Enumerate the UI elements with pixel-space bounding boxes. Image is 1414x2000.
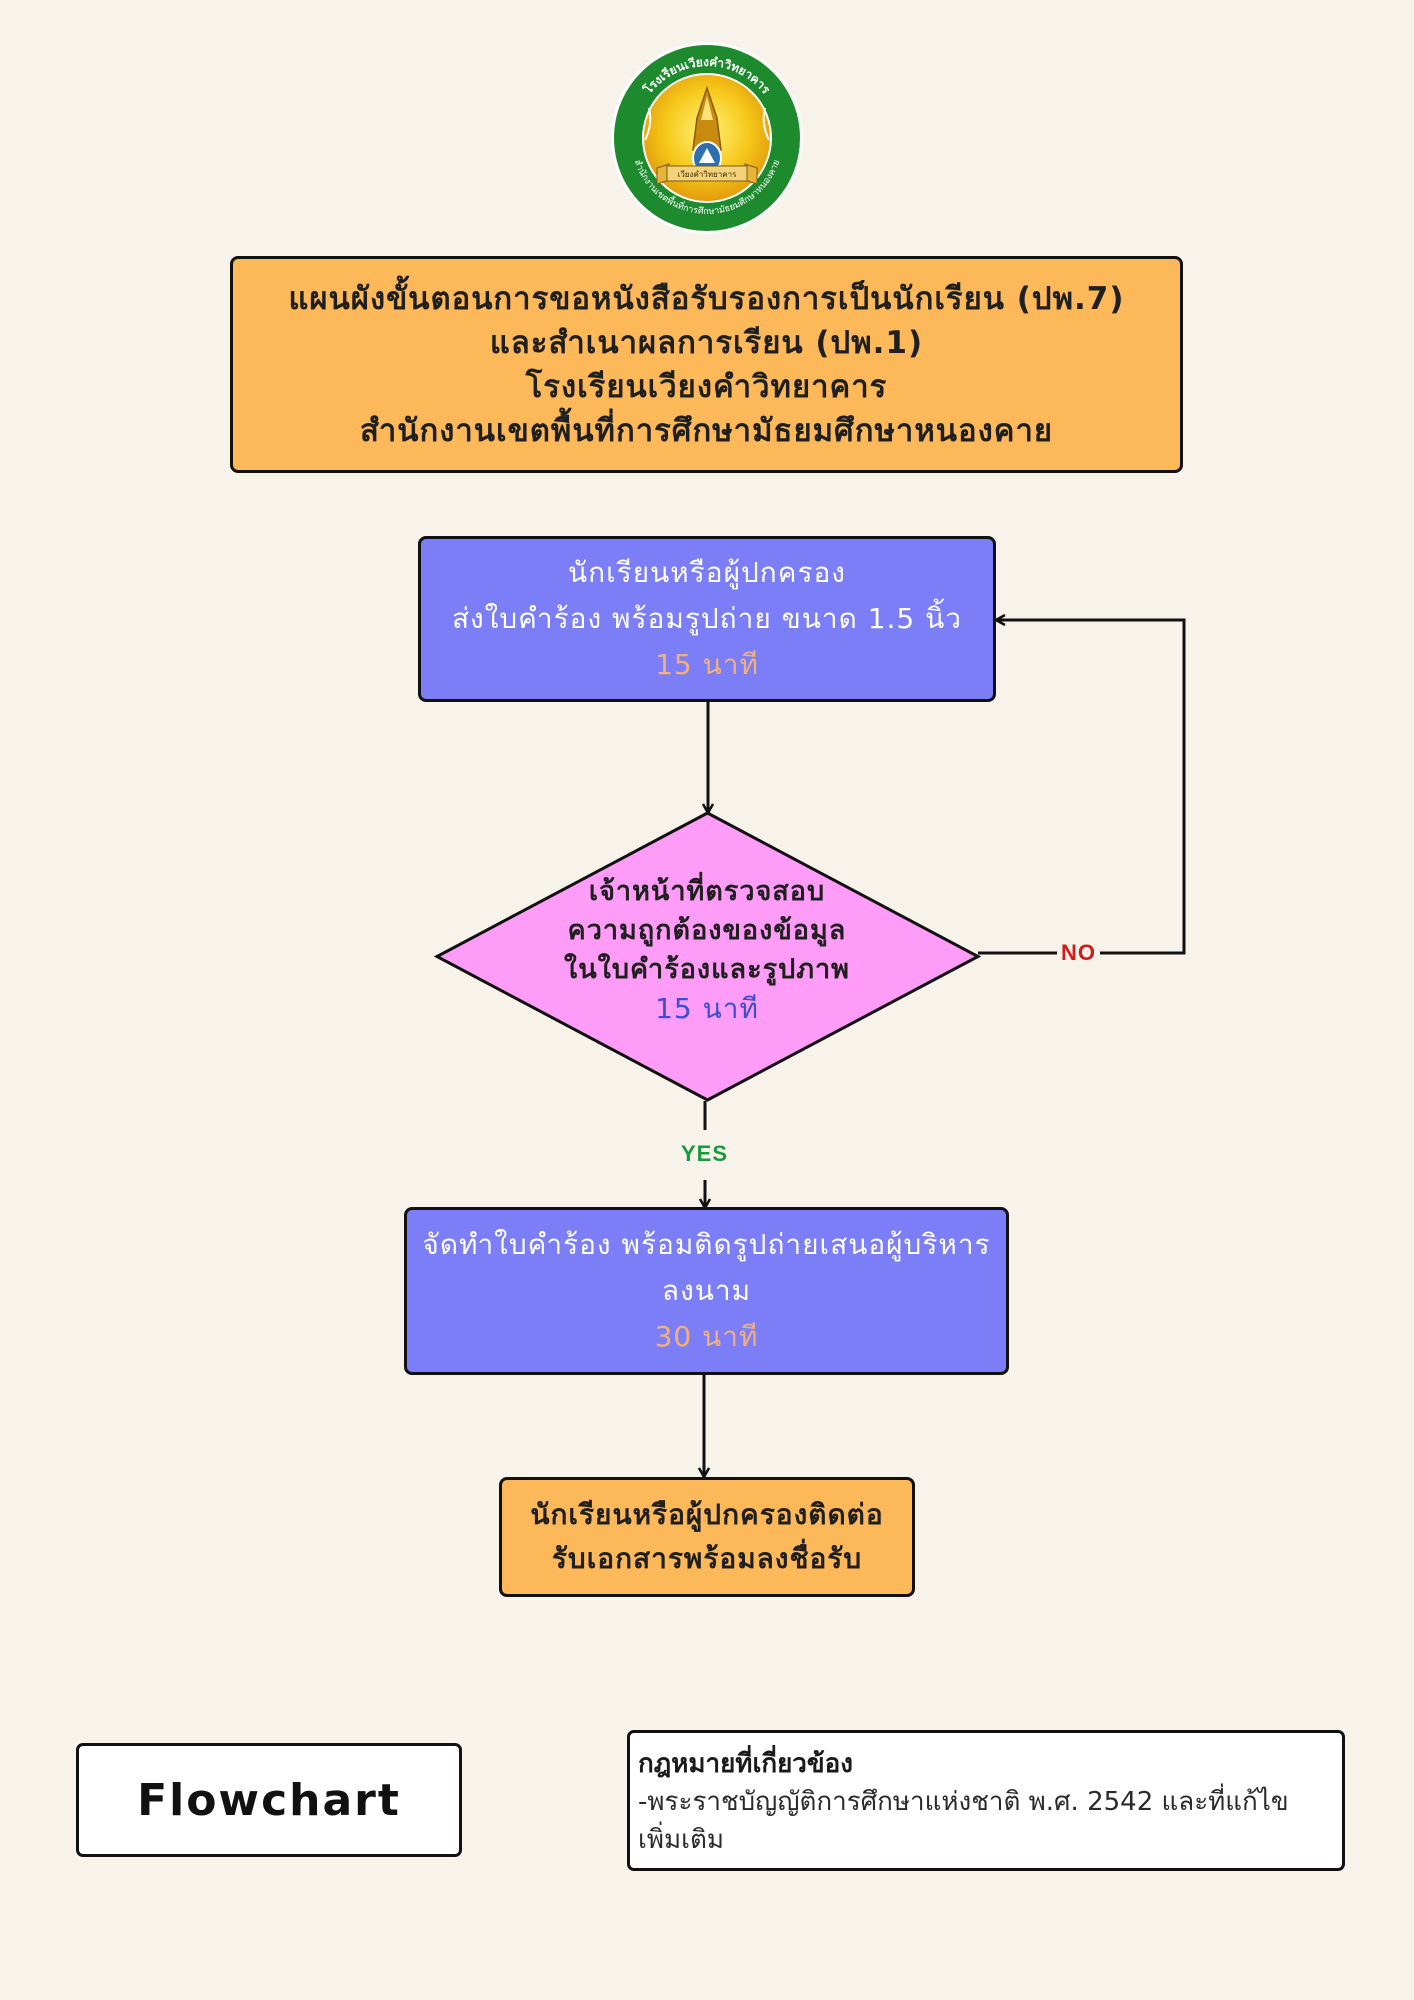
step1-line-2: ส่งใบคำร้อง พร้อมรูปถ่าย ขนาด 1.5 นิ้ว [451,602,963,635]
title-line-3: โรงเรียนเวียงคำวิทยาคาร [525,368,888,405]
step-submit-request: นักเรียนหรือผู้ปกครอง ส่งใบคำร้อง พร้อมร… [418,536,996,702]
school-logo: โรงเรียนเวียงคำวิทยาคาร สำนักงานเขตพื้นท… [611,42,803,234]
law-line-1: -พระราชบัญญัติการศึกษาแห่งชาติ พ.ศ. 2542… [638,1787,1289,1817]
step2-time: 30 นาที [654,1320,759,1353]
flowchart-label-box: Flowchart [76,1743,462,1857]
related-law-box: กฎหมายที่เกี่ยวข้อง -พระราชบัญญัติการศึก… [627,1730,1345,1871]
step3-line-2: รับเอกสารพร้อมลงชื่อรับ [551,1542,863,1575]
logo-ribbon-text: เวียงคำวิทยาคาร [678,170,737,179]
decision-line-3: ในใบคำร้องและรูปภาพ [564,954,850,985]
decision-line-1: เจ้าหน้าที่ตรวจสอบ [588,876,826,907]
law-line-2: เพิ่มเติม [638,1825,725,1855]
step2-line-1: จัดทำใบคำร้อง พร้อมติดรูปถ่ายเสนอผู้บริห… [422,1228,991,1261]
step-receive-document: นักเรียนหรือผู้ปกครองติดต่อ รับเอกสารพร้… [499,1477,915,1597]
decision-text: เจ้าหน้าที่ตรวจสอบ ความถูกต้องของข้อมูล … [500,872,914,1029]
no-loop-line [978,620,1186,955]
step3-line-1: นักเรียนหรือผู้ปกครองติดต่อ [530,1498,884,1531]
title-line-2: และสำเนาผลการเรียน (ปพ.1) [489,324,924,361]
step-prepare-request: จัดทำใบคำร้อง พร้อมติดรูปถ่ายเสนอผู้บริห… [404,1207,1009,1375]
step1-time: 15 นาที [655,648,759,681]
flowchart-label: Flowchart [137,1774,401,1826]
decision-line-2: ความถูกต้องของข้อมูล [567,915,847,946]
step1-line-1: นักเรียนหรือผู้ปกครอง [568,556,846,589]
no-label: NO [1057,940,1100,966]
decision-diamond [433,811,982,1102]
title-box: แผนผังขั้นตอนการขอหนังสือรับรองการเป็นนั… [230,256,1183,473]
decision-time: 15 นาที [655,992,759,1025]
title-line-1: แผนผังขั้นตอนการขอหนังสือรับรองการเป็นนั… [288,280,1125,317]
yes-label: YES [681,1141,729,1166]
step2-line-2: ลงนาม [661,1274,752,1307]
law-title: กฎหมายที่เกี่ยวข้อง [638,1749,853,1779]
title-line-4: สำนักงานเขตพื้นที่การศึกษามัธยมศึกษาหนอง… [359,412,1054,449]
